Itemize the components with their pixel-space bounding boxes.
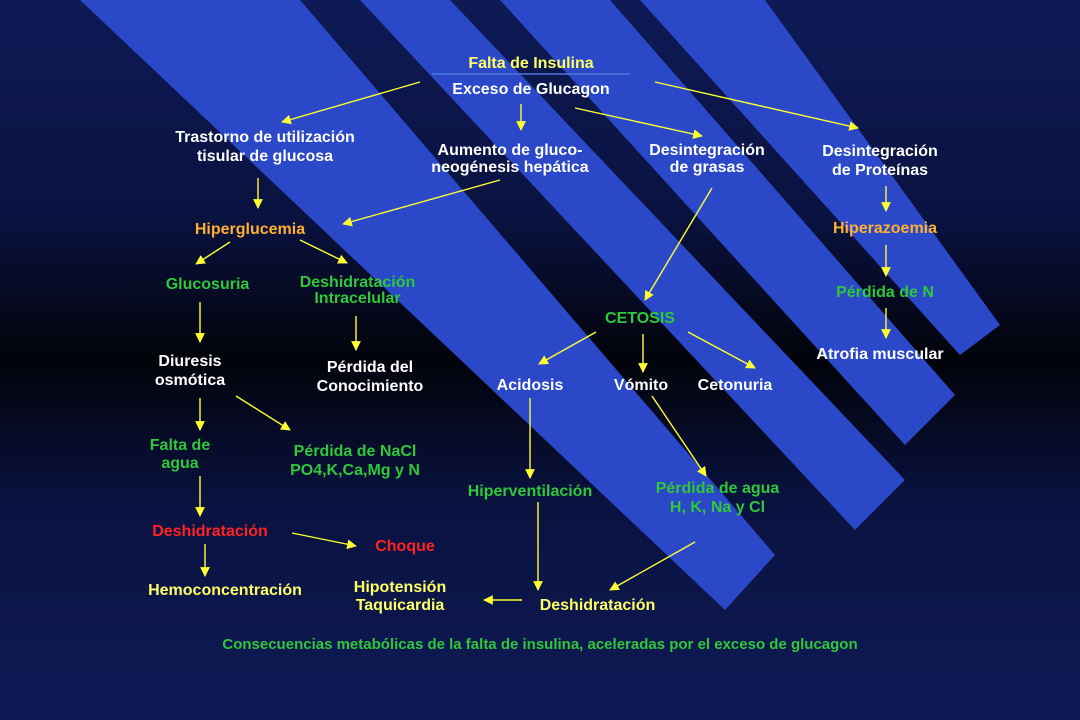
arrows (195, 81, 891, 605)
node-glucosuria: Glucosuria (165, 276, 250, 293)
node-perdida-conoc-line2: Conocimiento (316, 378, 424, 395)
node-hipotension-line2: Taquicardia (355, 597, 445, 614)
arrow-vomito-perdidaagua (651, 395, 707, 477)
title-exceso-glucagon: Exceso de Glucagon (452, 81, 610, 98)
arrow-hiperglucemia-glucosuria (195, 241, 231, 265)
node-deshidratacion-red: Deshidratación (152, 523, 268, 540)
node-proteinas-line2: de Proteínas (831, 162, 929, 179)
node-choque: Choque (375, 538, 435, 555)
stripe-3 (500, 0, 955, 445)
node-falta-agua: Falta de agua (130, 437, 230, 473)
stripe-2 (360, 0, 905, 530)
node-deshid-intra-line2: Intracelular (314, 290, 401, 307)
node-deshid-intra-line1: Deshidratación (299, 274, 416, 291)
arrow-diuresis-nacl (235, 395, 291, 431)
node-acidosis: Acidosis (496, 377, 564, 394)
node-perdida-agua: Pérdida de agua H, K, Na y Cl (630, 479, 805, 517)
arrow-cetosis-cetonuria (687, 331, 756, 369)
node-gluconeo-line1: Aumento de gluco- (437, 142, 583, 159)
node-gluconeogenesis: Aumento de gluco- neogénesis hepática (400, 142, 620, 176)
node-vomito: Vómito (613, 377, 669, 394)
arrow-title-proteinas (654, 81, 859, 131)
node-hiperazoemia: Hiperazoemia (832, 220, 938, 237)
node-hiperglucemia: Hiperglucemia (194, 221, 306, 238)
node-cetosis: CETOSIS (605, 310, 675, 327)
node-proteinas-line1: Desintegración (822, 143, 938, 160)
node-trastorno-line2: tisular de glucosa (196, 148, 334, 165)
node-atrofia-muscular: Atrofia muscular (816, 346, 944, 363)
arrow-deshid-choque (291, 532, 357, 550)
node-perdida-n: Pérdida de N (836, 284, 934, 301)
node-deshidratacion-final: Deshidratación (539, 597, 656, 614)
node-deshidratacion-intracelular: Deshidratación Intracelular (275, 275, 440, 307)
node-perdida-nacl: Pérdida de NaCl PO4,K,Ca,Mg y N (260, 442, 450, 480)
node-cetonuria: Cetonuria (697, 377, 773, 394)
title-falta-insulina: Falta de Insulina (468, 55, 594, 72)
node-hiperventilacion: Hiperventilación (467, 483, 593, 500)
node-perdida-agua-line2: H, K, Na y Cl (669, 499, 766, 516)
arrow-title-grasas (574, 107, 703, 139)
arrow-gluconeo-hiperglucemia (342, 179, 501, 227)
node-hemoconcentracion: Hemoconcentración (148, 582, 302, 599)
node-trastorno-line1: Trastorno de utilización (175, 129, 355, 146)
node-diuresis-line2: osmótica (154, 372, 226, 389)
node-grasas-line1: Desintegración (649, 142, 765, 159)
node-perdida-agua-line1: Pérdida de agua (655, 480, 780, 497)
arrow-perdidaagua-deshid (609, 541, 696, 591)
node-hipotension: Hipotensión Taquicardia (340, 579, 460, 615)
stripe-1 (80, 0, 775, 610)
caption: Consecuencias metabólicas de la falta de… (222, 636, 858, 653)
arrow-grasas-cetosis (644, 187, 713, 301)
arrow-title-trastorno (281, 81, 421, 125)
node-falta-agua-line2: agua (161, 455, 199, 472)
node-perdida-nacl-line1: Pérdida de NaCl (293, 443, 417, 460)
node-gluconeo-line2: neogénesis hepática (431, 159, 589, 176)
node-perdida-conocimiento: Pérdida del Conocimiento (290, 358, 450, 396)
node-diuresis-line1: Diuresis (158, 353, 222, 370)
node-desintegracion-grasas: Desintegración de grasas (622, 142, 792, 176)
node-desintegracion-proteinas: Desintegración de Proteínas (800, 142, 960, 180)
arrow-hiperglucemia-deshid (299, 239, 348, 264)
node-perdida-nacl-line2: PO4,K,Ca,Mg y N (290, 462, 420, 479)
stripe-4 (640, 0, 1000, 355)
arrow-cetosis-acidosis (538, 331, 597, 365)
node-hipotension-line1: Hipotensión (353, 579, 447, 596)
node-diuresis-osmotica: Diuresis osmótica (130, 352, 250, 390)
node-perdida-conoc-line1: Pérdida del (326, 359, 414, 376)
node-grasas-line2: de grasas (669, 159, 745, 176)
diagonal-stripes (80, 0, 1000, 610)
node-trastorno: Trastorno de utilización tisular de gluc… (130, 128, 400, 166)
node-falta-agua-line1: Falta de (149, 437, 211, 454)
